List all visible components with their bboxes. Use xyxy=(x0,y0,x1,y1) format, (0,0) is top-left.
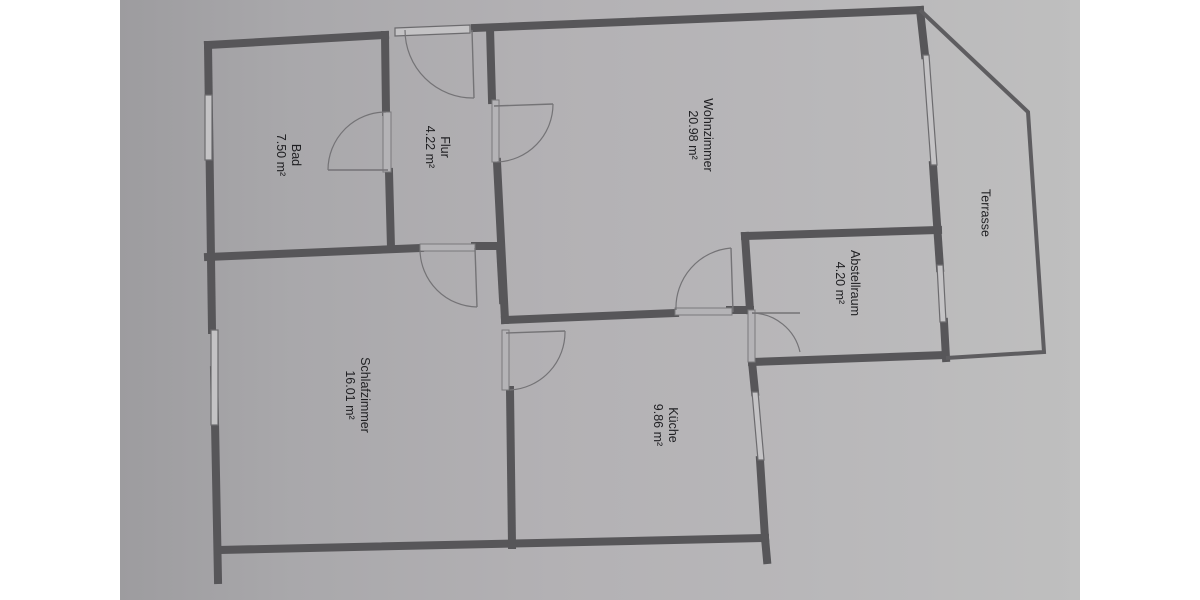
door-bad xyxy=(327,111,392,173)
interior-walls xyxy=(203,5,951,550)
door-entrance xyxy=(404,29,475,99)
window-kueche xyxy=(751,391,765,461)
room-label-schlafzimmer: Schlafzimmer 16.01 m² xyxy=(342,357,372,433)
room-label-bad: Bad 7.50 m² xyxy=(273,134,303,176)
terrace-outline xyxy=(918,8,1047,360)
room-area: 9.86 m² xyxy=(651,403,665,447)
room-name: Abstellraum xyxy=(848,250,862,316)
window-abstellraum xyxy=(936,264,947,323)
door-wohnzimmer-kueche xyxy=(674,247,734,316)
room-name: Küche xyxy=(666,407,680,443)
room-name: Schlafzimmer xyxy=(358,357,372,433)
room-label-kueche: Küche 9.86 m² xyxy=(650,404,680,446)
room-name: Wohnzimmer xyxy=(701,98,715,172)
doors xyxy=(327,29,801,391)
windows xyxy=(204,24,947,461)
door-abstellraum xyxy=(747,309,801,363)
room-name: Flur xyxy=(438,136,452,158)
outer-walls xyxy=(203,5,925,585)
paper-sheet xyxy=(120,0,1080,600)
room-area: 16.01 m² xyxy=(343,370,357,420)
room-name: Terrasse xyxy=(978,189,993,237)
window-bad xyxy=(204,94,213,161)
window-wohnzimmer xyxy=(922,54,938,166)
room-area: 20.98 m² xyxy=(686,110,700,160)
room-label-terrasse: Terrasse xyxy=(978,189,993,237)
room-label-wohnzimmer: Wohnzimmer 20.98 m² xyxy=(685,98,715,171)
door-wohnzimmer xyxy=(491,99,554,163)
room-area: 4.22 m² xyxy=(423,125,437,169)
room-label-abstellraum: Abstellraum 4.20 m² xyxy=(832,250,862,316)
room-area: 4.20 m² xyxy=(833,261,847,305)
window-schlafzimmer xyxy=(210,329,219,426)
room-label-flur: Flur 4.22 m² xyxy=(422,126,452,168)
room-area: 7.50 m² xyxy=(274,133,288,177)
door-frame-flur-top xyxy=(394,24,471,37)
door-kueche xyxy=(501,329,566,391)
room-name: Bad xyxy=(289,143,303,167)
door-schlafzimmer xyxy=(419,243,478,308)
